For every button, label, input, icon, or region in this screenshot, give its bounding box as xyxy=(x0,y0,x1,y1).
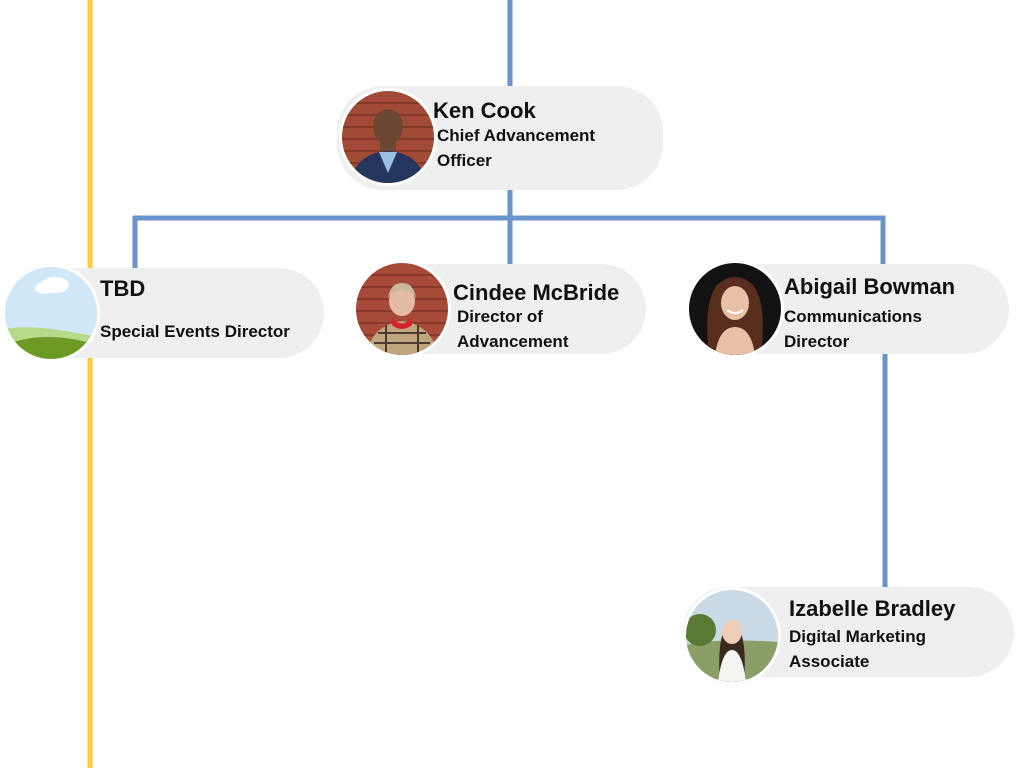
abigail-bowman-name: Abigail Bowman xyxy=(784,274,956,299)
cindee-mcbride-name: Cindee McBride xyxy=(453,280,620,305)
org-node-tbd: TBD Special Events Director xyxy=(2,264,324,362)
portrait-photo xyxy=(339,88,437,186)
org-node-izabelle-bradley: Izabelle Bradley Digital Marketing Assoc… xyxy=(683,587,1014,685)
cindee-mcbride-title: Director of Advancement xyxy=(457,307,569,351)
org-node-ken-cook: Ken Cook Chief Advancement Officer xyxy=(337,86,663,190)
portrait-photo xyxy=(353,260,451,358)
ken-cook-name: Ken Cook xyxy=(433,98,536,123)
tbd-name: TBD xyxy=(100,276,146,301)
abigail-bowman-title: Communications Director xyxy=(784,307,922,351)
placeholder-landscape-icon xyxy=(2,264,100,362)
tbd-title: Special Events Director xyxy=(100,322,290,341)
org-node-cindee-mcbride: Cindee McBride Director of Advancement xyxy=(353,260,646,358)
portrait-photo xyxy=(686,260,784,358)
org-node-abigail-bowman: Abigail Bowman Communications Director xyxy=(686,260,1009,358)
izabelle-bradley-name: Izabelle Bradley xyxy=(789,596,956,621)
portrait-photo xyxy=(683,587,781,685)
ken-cook-title: Chief Advancement Officer xyxy=(437,126,596,170)
izabelle-bradley-title: Digital Marketing Associate xyxy=(789,627,926,671)
